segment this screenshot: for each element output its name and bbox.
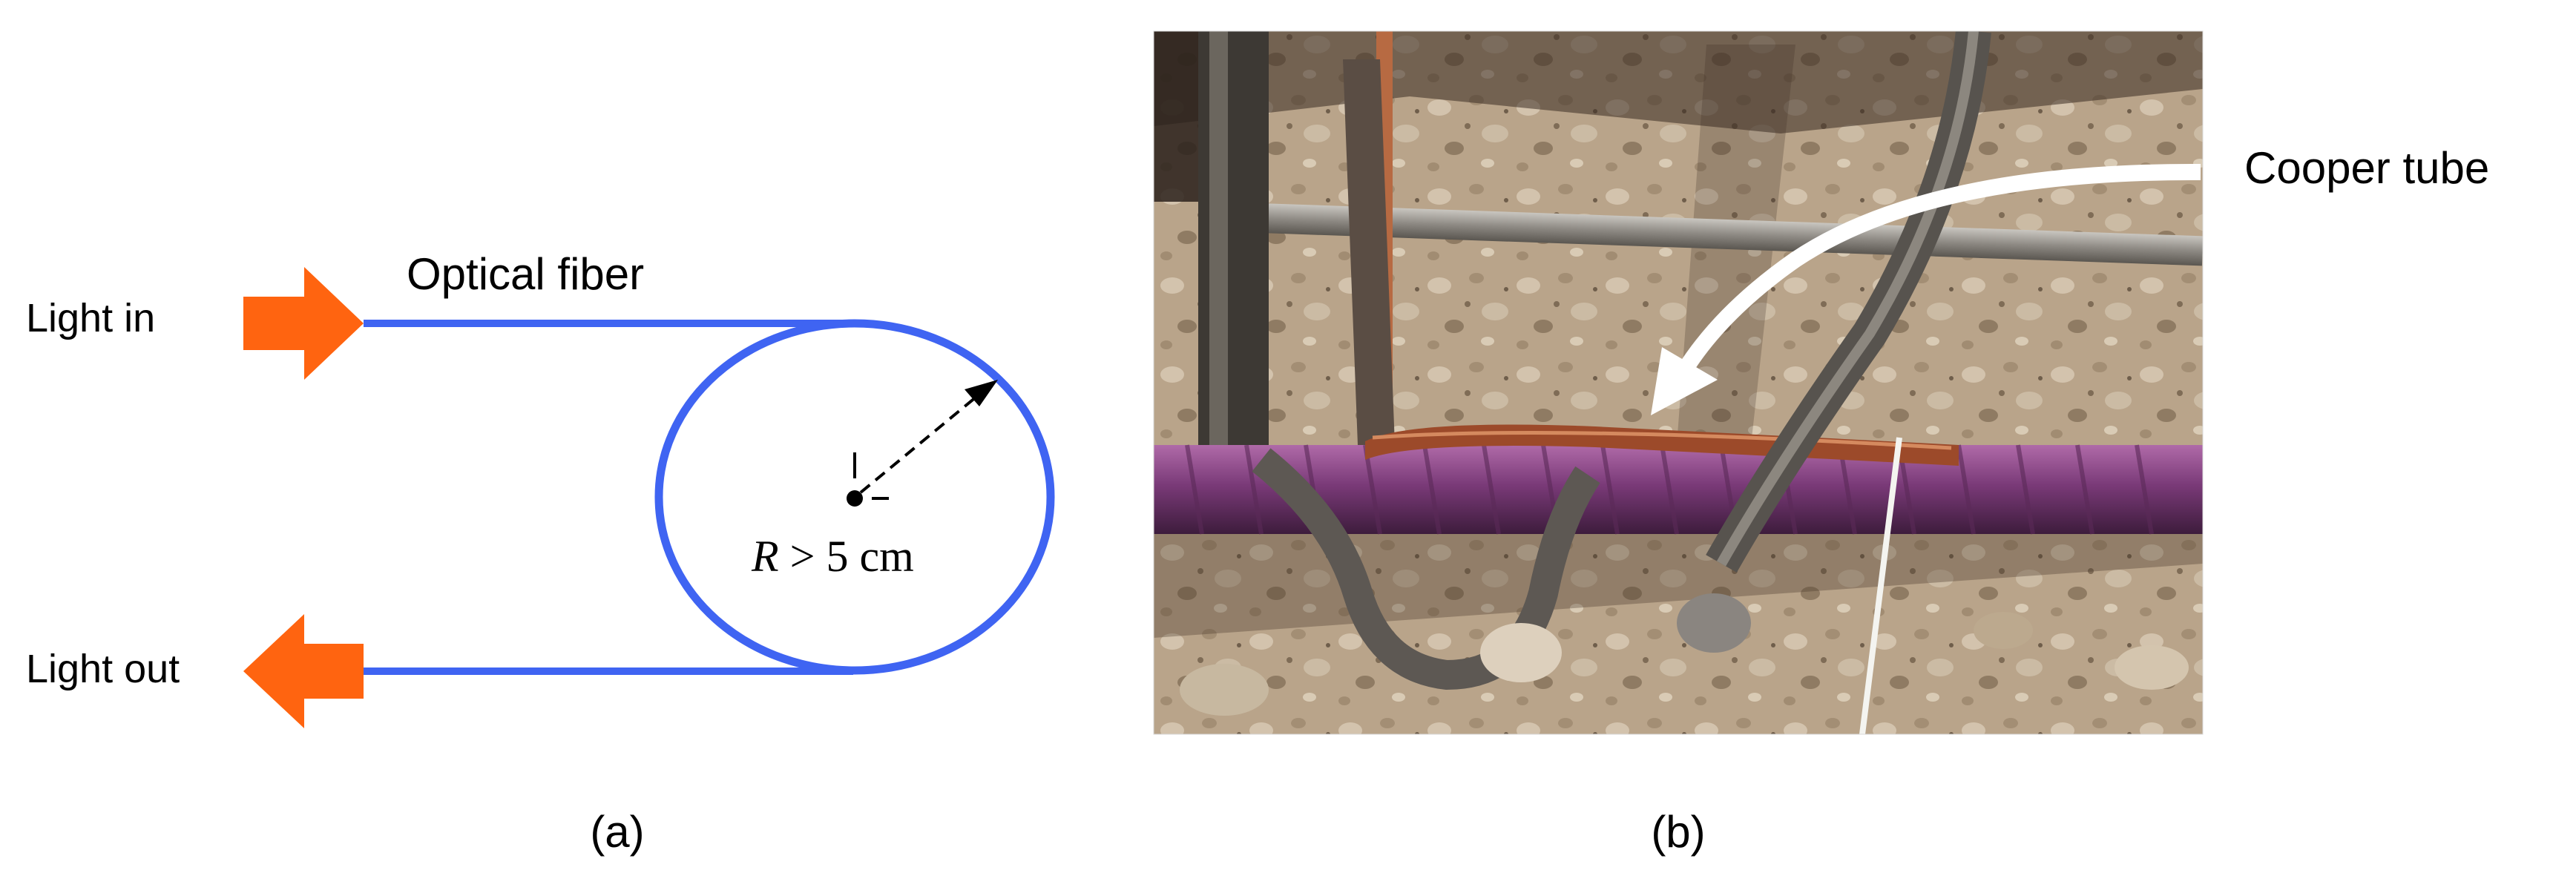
rebar-gray-horizontal xyxy=(1261,203,2203,266)
copper-tube xyxy=(1365,424,1959,466)
light-out-label: Light out xyxy=(26,647,180,691)
radius-value: > 5 cm xyxy=(779,532,914,581)
fiber-loop xyxy=(654,319,1055,675)
panel-a-diagram: Light in Light out Optical fiber R > 5 c… xyxy=(26,249,1055,857)
panel-b-caption: (b) xyxy=(1651,807,1705,857)
cooper-tube-label: Cooper tube xyxy=(2244,143,2489,193)
arrow-right-icon xyxy=(243,267,364,380)
panel-a-caption: (a) xyxy=(590,807,644,857)
radius-variable: R xyxy=(751,532,779,581)
arrow-left-icon xyxy=(243,614,364,728)
light-in-label: Light in xyxy=(26,296,155,340)
panel-b-photo xyxy=(1154,31,2203,734)
radius-label: R > 5 cm xyxy=(751,532,914,581)
radius-indicator xyxy=(847,380,998,507)
optical-fiber-label: Optical fiber xyxy=(407,249,644,299)
callout-arrow xyxy=(1651,163,2201,415)
